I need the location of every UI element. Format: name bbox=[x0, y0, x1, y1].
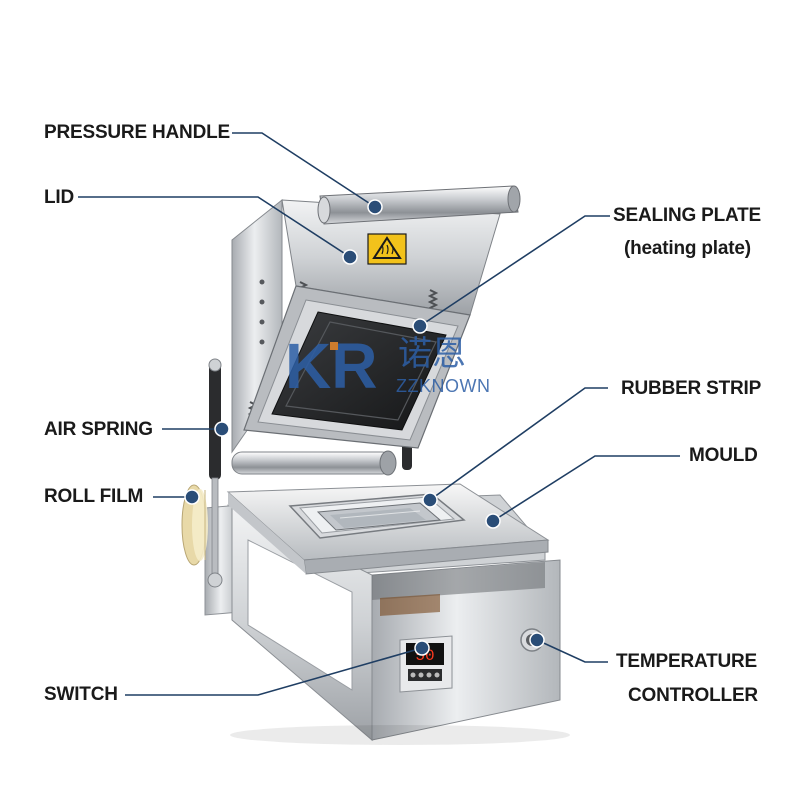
watermark-cjk: 诺恩 bbox=[398, 334, 466, 374]
leader-lines bbox=[78, 132, 680, 696]
leader-temperature-controller bbox=[536, 639, 608, 663]
leader-sealing-plate bbox=[419, 215, 610, 327]
dot-lid bbox=[342, 249, 358, 265]
leader-mould bbox=[492, 455, 680, 522]
label-sealing-plate: SEALING PLATE bbox=[613, 205, 761, 226]
lid bbox=[231, 198, 501, 454]
worktable bbox=[226, 483, 550, 575]
dot-temperature-controller bbox=[529, 632, 545, 648]
watermark-accent bbox=[330, 342, 338, 350]
watermark-brand: ZZKNOWN bbox=[396, 376, 490, 396]
label-temperature-controller-line2: CONTROLLER bbox=[628, 685, 758, 706]
pressure-handle bbox=[317, 185, 521, 225]
brand-watermark: KR 诺恩 ZZKNOWN bbox=[285, 330, 490, 402]
leader-pressure-handle bbox=[232, 132, 376, 208]
label-switch: SWITCH bbox=[44, 684, 118, 705]
label-rubber-strip: RUBBER STRIP bbox=[621, 378, 762, 399]
label-pressure-handle: PRESSURE HANDLE bbox=[44, 122, 230, 143]
label-air-spring: AIR SPRING bbox=[44, 419, 153, 440]
label-temperature-controller-line1: TEMPERATURE bbox=[616, 651, 758, 672]
dot-mould bbox=[485, 513, 501, 529]
hinge-bar bbox=[231, 450, 397, 476]
dot-rubber-strip bbox=[422, 492, 438, 508]
dot-sealing-plate bbox=[412, 318, 428, 334]
leader-rubber-strip bbox=[429, 387, 608, 501]
leader-lid bbox=[78, 196, 351, 258]
leader-switch bbox=[125, 647, 423, 696]
label-sealing-plate-sub: (heating plate) bbox=[624, 238, 751, 259]
label-lid: LID bbox=[44, 187, 75, 208]
dot-air-spring bbox=[214, 421, 230, 437]
label-mould: MOULD bbox=[689, 445, 758, 466]
mould-tray bbox=[288, 493, 466, 539]
label-roll-film: ROLL FILM bbox=[44, 486, 144, 507]
watermark-letters: KR bbox=[285, 330, 377, 402]
air-spring-left bbox=[207, 358, 223, 588]
hot-surface-warning-icon bbox=[367, 233, 407, 265]
roll-film bbox=[181, 484, 208, 566]
leader-dots bbox=[184, 199, 545, 656]
dot-roll-film bbox=[184, 489, 200, 505]
dot-pressure-handle bbox=[367, 199, 383, 215]
dot-switch bbox=[414, 640, 430, 656]
